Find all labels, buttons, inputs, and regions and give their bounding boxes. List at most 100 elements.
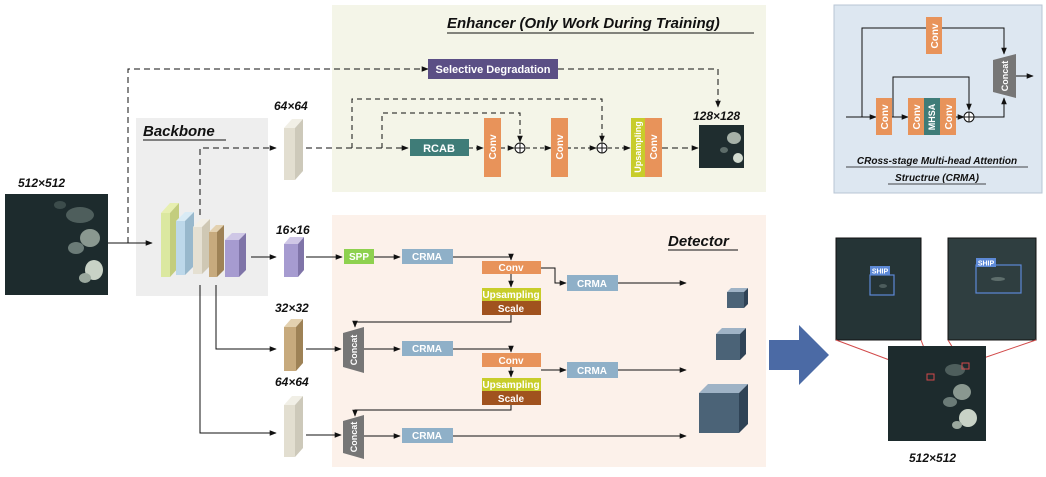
svg-text:Selective Degradation: Selective Degradation [436, 64, 551, 76]
det64-feature-map [284, 396, 303, 457]
crma-conv-mid: Conv [908, 98, 924, 135]
svg-text:Conv: Conv [499, 263, 524, 274]
degradation-out-path [558, 68, 721, 108]
zoom-crop-right: SHIP [947, 237, 1037, 341]
svg-text:Conv: Conv [930, 23, 941, 48]
crma-block-4: CRMA [567, 362, 618, 378]
svg-text:CRMA: CRMA [577, 279, 607, 290]
scale2-to-concat2 [352, 405, 512, 417]
backbone-layer-4 [209, 225, 224, 277]
zoom-crop-left: SHIP [835, 237, 922, 341]
detector-title: Detector [668, 233, 730, 250]
backbone-layer-2 [176, 212, 194, 275]
backbone-to-enhancer [199, 145, 277, 215]
det-scale-1: Scale [482, 301, 541, 315]
spp-block: SPP [344, 249, 374, 264]
crma-mhsa: MHSA [924, 98, 940, 135]
svg-text:Conv: Conv [649, 134, 660, 159]
det-scale-2: Scale [482, 391, 541, 405]
enh-sum-2 [596, 142, 608, 154]
enh-feature-map [284, 119, 303, 180]
svg-text:RCAB: RCAB [423, 143, 455, 155]
det16-size: 16×16 [276, 223, 310, 237]
backbone-to-64 [199, 285, 277, 436]
svg-text:CRMA: CRMA [412, 344, 442, 355]
enh-sum-1 [514, 142, 526, 154]
selective-degradation-block: Selective Degradation [428, 59, 558, 79]
crma-conv-left: Conv [876, 98, 892, 135]
degradation-path [127, 66, 429, 243]
svg-text:CRMA: CRMA [577, 366, 607, 377]
scale1-to-concat1 [352, 315, 512, 328]
crma-caption-line1: CRoss-stage Multi-head Attention [857, 156, 1017, 167]
backbone-title: Backbone [143, 123, 215, 140]
svg-text:Concat: Concat [349, 335, 359, 366]
det-upsampling-2: Upsampling [482, 378, 541, 391]
crma-conv-top: Conv [926, 17, 942, 54]
svg-text:SHIP: SHIP [872, 269, 889, 276]
svg-text:Scale: Scale [498, 304, 525, 315]
crma-sum [963, 111, 975, 123]
det-upsampling-1: Upsampling [482, 288, 541, 301]
enh-conv-3: Conv [645, 118, 662, 177]
det16-feature-map [284, 237, 304, 277]
det32-size: 32×32 [275, 301, 309, 315]
concat-block-2: Concat [343, 415, 364, 459]
crma-block-2: CRMA [567, 275, 618, 291]
svg-text:Conv: Conv [880, 104, 891, 129]
crma-caption-line2: Structrue (CRMA) [895, 173, 980, 184]
crma-block-1: CRMA [402, 249, 453, 264]
enh-skip-outer [351, 98, 605, 148]
crma-conv-right: Conv [940, 98, 956, 135]
input-image [5, 194, 108, 295]
svg-text:Conv: Conv [488, 134, 499, 159]
svg-text:Conv: Conv [499, 356, 524, 367]
svg-text:Concat: Concat [1000, 61, 1010, 92]
conv1-to-crma [541, 267, 567, 286]
crma-structure: Conv Conv Conv MHSA Conv Concat [846, 17, 1034, 135]
svg-text:Conv: Conv [912, 104, 923, 129]
svg-text:Concat: Concat [349, 422, 359, 453]
backbone-layer-5 [225, 233, 246, 277]
svg-text:Scale: Scale [498, 394, 525, 405]
result-arrow [769, 325, 829, 385]
svg-text:SHIP: SHIP [978, 261, 995, 268]
svg-text:CRMA: CRMA [412, 252, 442, 263]
enh-output-image [699, 125, 744, 168]
rcab-block: RCAB [410, 139, 469, 156]
svg-text:Upsampling: Upsampling [482, 290, 539, 301]
enh-skip-inner [381, 112, 523, 148]
det-conv-2: Conv [482, 353, 541, 367]
crma-block-3: CRMA [402, 341, 453, 356]
crma3-to-conv [453, 345, 514, 353]
enh-feature-size: 64×64 [274, 99, 308, 113]
backbone-layer-3 [193, 219, 210, 274]
enh-conv-1: Conv [484, 118, 501, 177]
enh-upsampling: Upsampling [631, 118, 645, 177]
input-size-label: 512×512 [18, 176, 65, 190]
det64-size: 64×64 [275, 375, 309, 389]
backbone-to-32 [215, 285, 277, 352]
svg-text:CRMA: CRMA [412, 431, 442, 442]
output-image [888, 346, 986, 441]
svg-text:Upsampling: Upsampling [633, 121, 643, 173]
detection-head-medium [716, 328, 746, 360]
enh-conv-2: Conv [551, 118, 568, 177]
svg-text:Upsampling: Upsampling [482, 380, 539, 391]
det-conv-1: Conv [482, 261, 541, 274]
output-size-label: 512×512 [909, 451, 956, 465]
detection-head-large [699, 384, 748, 433]
crma-concat: Concat [993, 54, 1016, 98]
enhancer-title: Enhancer (Only Work During Training) [447, 15, 720, 32]
svg-text:SPP: SPP [349, 252, 369, 263]
detection-head-small [727, 288, 748, 308]
svg-text:Conv: Conv [555, 134, 566, 159]
concat-block-1: Concat [343, 327, 364, 373]
det32-feature-map [284, 319, 303, 371]
svg-text:MHSA: MHSA [927, 103, 937, 130]
crma1-to-conv [453, 253, 514, 261]
svg-text:Conv: Conv [944, 104, 955, 129]
enh-output-size: 128×128 [693, 109, 740, 123]
crma-block-5: CRMA [402, 428, 453, 443]
